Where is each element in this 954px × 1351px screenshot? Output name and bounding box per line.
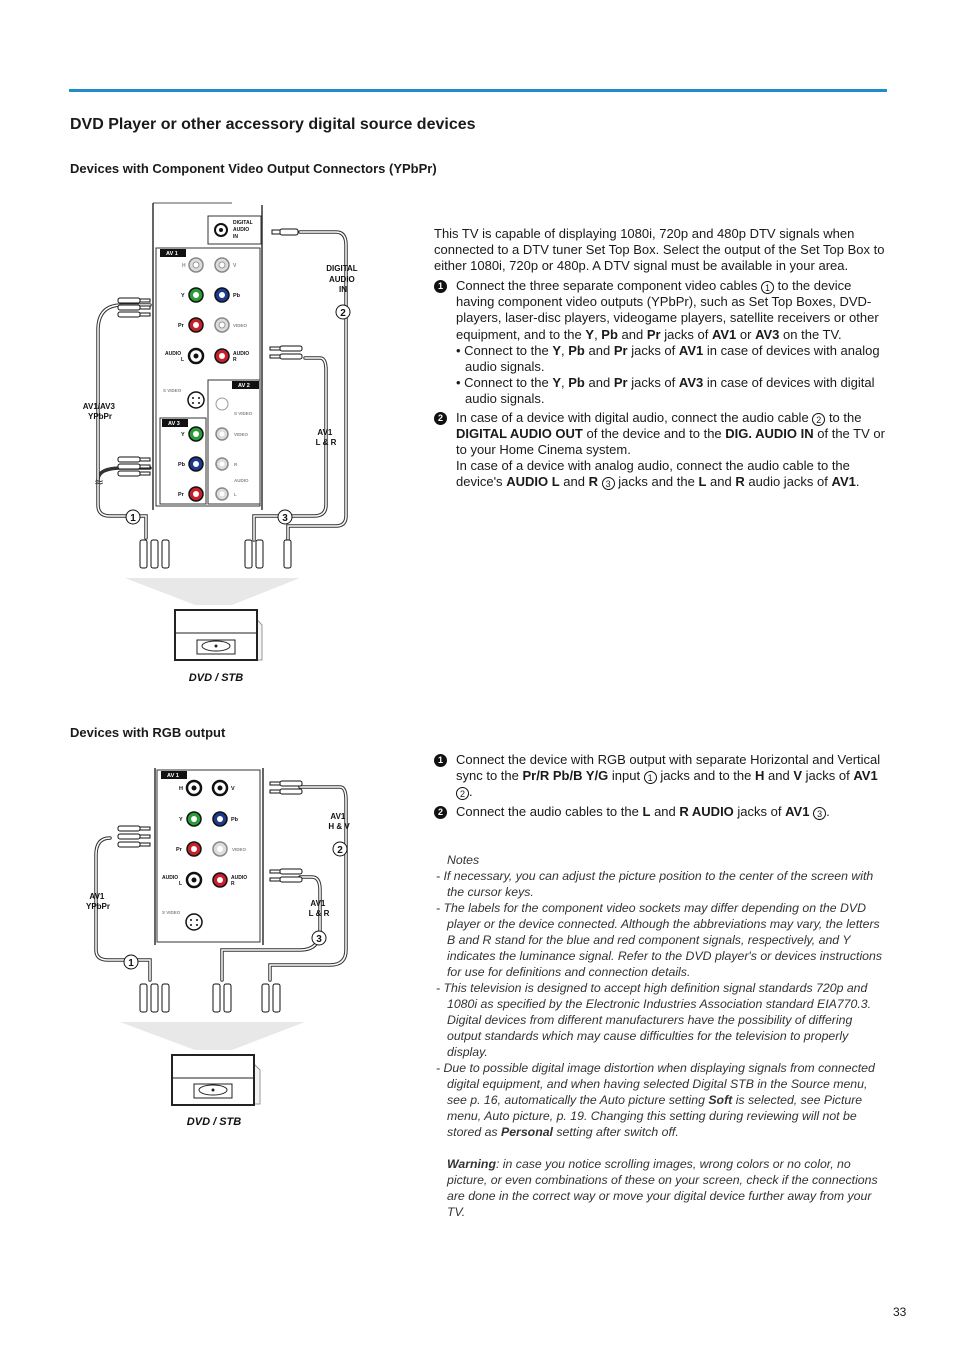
svg-text:≈: ≈ bbox=[94, 475, 104, 489]
note-4: - Due to possible digital image distorti… bbox=[436, 1061, 875, 1139]
svg-text:AUDIOL: AUDIOL bbox=[162, 875, 182, 887]
svg-text:R: R bbox=[234, 462, 238, 467]
page-number: 33 bbox=[893, 1305, 907, 1319]
av3-tag: AV 3 bbox=[168, 421, 180, 427]
bullet-analog: • Connect to the Y, Pb and Pr jacks of A… bbox=[456, 342, 880, 374]
av1-tag: AV 1 bbox=[166, 251, 178, 257]
svg-text:AUDIOL: AUDIOL bbox=[165, 351, 184, 363]
step-1-number: 1 bbox=[434, 280, 447, 294]
svg-text:Pb: Pb bbox=[231, 817, 239, 823]
device-label-1: DVD / STB bbox=[189, 672, 243, 684]
svg-text:L: L bbox=[234, 492, 237, 497]
diag1-marker-1: 1 bbox=[130, 513, 136, 524]
svg-text:Pr: Pr bbox=[178, 492, 185, 498]
top-rule bbox=[69, 89, 887, 92]
diag2-marker-3: 3 bbox=[316, 934, 322, 945]
svg-text:AV1/AV3 YPbPr: AV1/AV3 YPbPr bbox=[83, 402, 117, 421]
dig-panel-label-3: IN bbox=[233, 234, 238, 240]
svg-text:DIGITAL AUDIO IN: DIGITAL AUDIO IN bbox=[326, 264, 360, 294]
notes-heading: Notes bbox=[447, 853, 480, 867]
step-1: 1 Connect the three separate component v… bbox=[434, 278, 886, 407]
page-title: DVD Player or other accessory digital so… bbox=[70, 116, 476, 133]
component-connection-diagram: DIGITAL AUDIO IN AV 1 H V Y Pb Pr VIDEO … bbox=[83, 202, 360, 684]
section-heading-rgb: Devices with RGB output bbox=[70, 725, 226, 740]
warning-label: Warning bbox=[447, 1157, 496, 1171]
intro-paragraph: This TV is capable of displaying 1080i, … bbox=[434, 226, 885, 274]
step-2-number: 2 bbox=[434, 412, 447, 426]
device-label-2: DVD / STB bbox=[187, 1116, 241, 1128]
dvd-stb-device-icon bbox=[174, 609, 263, 661]
h-label: H bbox=[182, 263, 186, 269]
svg-text:DIGITAL AUDIO IN: DIGITAL AUDIO IN bbox=[233, 220, 254, 240]
rgb-step-2: 2 Connect the audio cables to the L and … bbox=[434, 804, 886, 821]
note-3: - This television is designed to accept … bbox=[436, 981, 872, 1059]
section-heading-component: Devices with Component Video Output Conn… bbox=[70, 161, 437, 176]
warning-note: Warning: in case you notice scrolling im… bbox=[447, 1157, 878, 1219]
note-2: - The labels for the component video soc… bbox=[436, 901, 882, 979]
svg-text:V: V bbox=[231, 786, 235, 792]
svideo-label: S VIDEO bbox=[163, 388, 182, 393]
section1-text: This TV is capable of displaying 1080i, … bbox=[434, 226, 886, 491]
notes-block: Notes - If necessary, you can adjust the… bbox=[436, 852, 886, 1220]
rgb-av1-tag: AV 1 bbox=[167, 773, 179, 779]
svg-text:S VIDEO: S VIDEO bbox=[162, 910, 181, 915]
svg-text:AV1 H & V: AV1 H & V bbox=[328, 812, 350, 831]
dvd-stb-device-icon-2 bbox=[171, 1054, 261, 1106]
diag1-marker-3: 3 bbox=[282, 513, 288, 524]
svg-text:Y: Y bbox=[181, 432, 185, 438]
svg-text:VIDEO: VIDEO bbox=[234, 432, 249, 437]
dig-panel-label-1: DIGITAL bbox=[233, 220, 253, 226]
pb-label: Pb bbox=[233, 293, 241, 299]
svg-text:Pr: Pr bbox=[176, 847, 183, 853]
y-label: Y bbox=[181, 293, 185, 299]
rgb-step-1: 1 Connect the device with RGB output wit… bbox=[434, 752, 886, 801]
note-1: - If necessary, you can adjust the pictu… bbox=[436, 869, 874, 899]
step-2: 2 In case of a device with digital audio… bbox=[434, 410, 886, 491]
av2-tag: AV 2 bbox=[238, 383, 250, 389]
svg-text:Y: Y bbox=[179, 817, 183, 823]
svg-text:VIDEO: VIDEO bbox=[232, 847, 247, 852]
video-label: VIDEO bbox=[233, 323, 248, 328]
svg-text:AV1 L & R: AV1 L & R bbox=[309, 899, 330, 918]
pr-label: Pr bbox=[178, 323, 185, 329]
svg-text:AV1 L & R: AV1 L & R bbox=[316, 428, 337, 447]
svg-text:H: H bbox=[179, 786, 183, 792]
svg-text:S VIDEO: S VIDEO bbox=[234, 411, 253, 416]
dig-panel-label-2: AUDIO bbox=[233, 227, 249, 233]
diag2-marker-2: 2 bbox=[337, 845, 343, 856]
section2-text: 1 Connect the device with RGB output wit… bbox=[434, 752, 886, 821]
diag2-marker-1: 1 bbox=[128, 958, 134, 969]
diag1-marker-2: 2 bbox=[340, 308, 346, 319]
bullet-digital: • Connect to the Y, Pb and Pr jacks of A… bbox=[456, 374, 875, 406]
svg-text:Pb: Pb bbox=[178, 462, 186, 468]
svg-text:AV1 YPbPr: AV1 YPbPr bbox=[86, 892, 110, 911]
v-label: V bbox=[233, 263, 237, 269]
svg-text:AUDIO: AUDIO bbox=[234, 478, 249, 483]
